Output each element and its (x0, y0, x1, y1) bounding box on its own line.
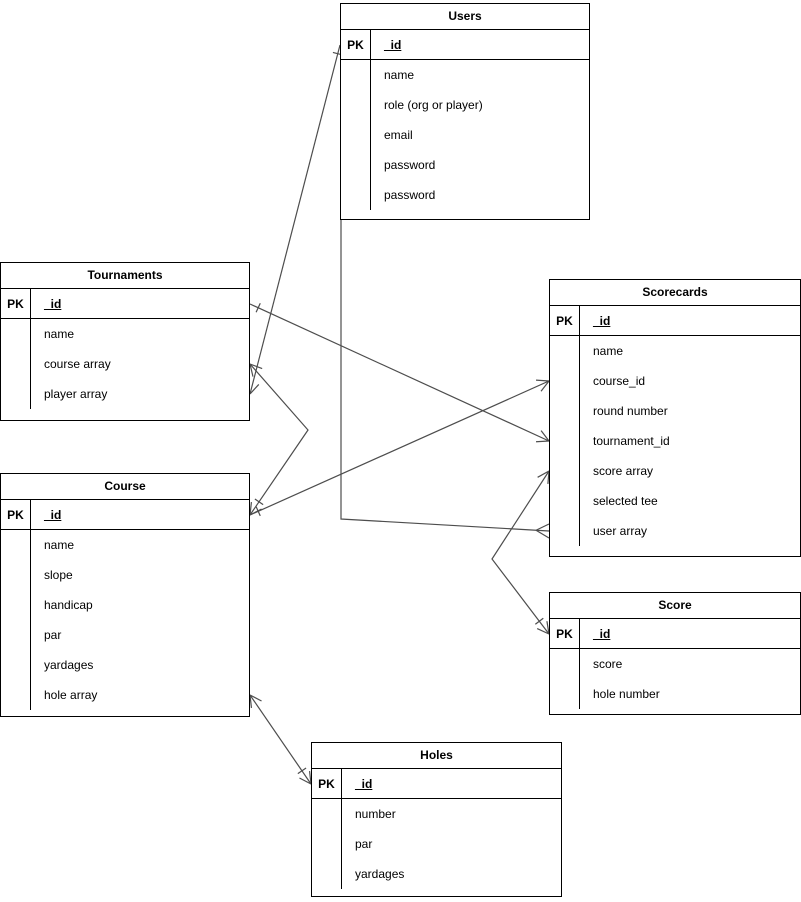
entity-title: Course (1, 474, 249, 500)
field-row: email (384, 128, 413, 142)
field-list: name role (org or player) email password pas… (371, 60, 589, 210)
field-row: yardages (44, 658, 94, 672)
entity-title: Scorecards (550, 280, 800, 306)
pk-gutter (550, 336, 580, 546)
entity-body: score hole number (550, 649, 800, 709)
pk-field: _id (355, 776, 373, 791)
entity-tournaments: Tournaments PK _id name course array playe… (0, 262, 250, 421)
pk-badge: PK (341, 30, 371, 59)
entity-body: name course array player array (1, 319, 249, 409)
field-row: round number (593, 404, 668, 418)
pk-gutter (1, 319, 31, 409)
pk-field: _id (593, 626, 611, 641)
field-row: role (org or player) (384, 98, 483, 112)
field-row: par (44, 628, 62, 642)
field-row: name (593, 344, 624, 358)
entity-title: Score (550, 593, 800, 619)
pk-field: _id (44, 296, 62, 311)
entity-course: Course PK _id name slope handicap par yardag… (0, 473, 250, 717)
pk-field: _id (384, 37, 402, 52)
entity-body: name slope handicap par yardages hole array (1, 530, 249, 710)
entity-score: Score PK _id score hole number (549, 592, 801, 715)
field-row: name (44, 538, 75, 552)
pk-field: _id (44, 507, 62, 522)
field-list: number par yardages (342, 799, 561, 889)
field-row: hole array (44, 688, 98, 702)
pk-row: PK _id (550, 619, 800, 649)
pk-row: PK _id (312, 769, 561, 799)
entity-body: name role (org or player) email password pas… (341, 60, 589, 210)
pk-gutter (312, 799, 342, 889)
pk-field: _id (593, 313, 611, 328)
entity-title: Tournaments (1, 263, 249, 289)
field-row: number (355, 807, 396, 821)
pk-row: PK _id (341, 30, 589, 60)
field-list: score hole number (580, 649, 800, 709)
pk-badge: PK (1, 289, 31, 318)
field-list: name course array player array (31, 319, 249, 409)
pk-row: PK _id (1, 500, 249, 530)
field-row: selected tee (593, 494, 658, 508)
field-row: score array (593, 464, 654, 478)
entity-title: Holes (312, 743, 561, 769)
field-row: hole number (593, 687, 660, 701)
field-row: score (593, 657, 623, 671)
pk-row: PK _id (550, 306, 800, 336)
field-row: par (355, 837, 373, 851)
pk-gutter (341, 60, 371, 210)
pk-badge: PK (312, 769, 342, 798)
field-row: course array (44, 357, 111, 371)
field-row: tournament_id (593, 434, 670, 448)
field-list: name slope handicap par yardages hole array (31, 530, 249, 710)
field-row: user array (593, 524, 648, 538)
field-row: player array (44, 387, 108, 401)
field-row: course_id (593, 374, 646, 388)
field-row: slope (44, 568, 73, 582)
pk-badge: PK (550, 619, 580, 648)
connector-course-id--scorecards-course-id (249, 379, 550, 517)
connector-scorecards-score-array--score-id (491, 470, 550, 635)
entity-holes: Holes PK _id number par yardages (311, 742, 562, 897)
connector-tournaments-id--scorecards-tournament-id (249, 302, 550, 443)
pk-gutter (1, 530, 31, 710)
pk-badge: PK (550, 306, 580, 335)
entity-users: Users PK _id name role (org or player) ema… (340, 3, 590, 220)
connector-users-id--tournaments-player-array (246, 44, 343, 395)
connector-course-hole-array--holes-id (249, 694, 312, 785)
entity-body: number par yardages (312, 799, 561, 889)
entity-title: Users (341, 4, 589, 30)
field-row: yardages (355, 867, 405, 881)
pk-gutter (550, 649, 580, 709)
pk-row: PK _id (1, 289, 249, 319)
field-row: handicap (44, 598, 93, 612)
field-row: password (384, 158, 436, 172)
field-row: name (384, 68, 415, 82)
connector-tournaments-course-array--course-id (249, 363, 309, 516)
field-row: name (44, 327, 75, 341)
field-row: password (384, 188, 436, 202)
pk-badge: PK (1, 500, 31, 529)
